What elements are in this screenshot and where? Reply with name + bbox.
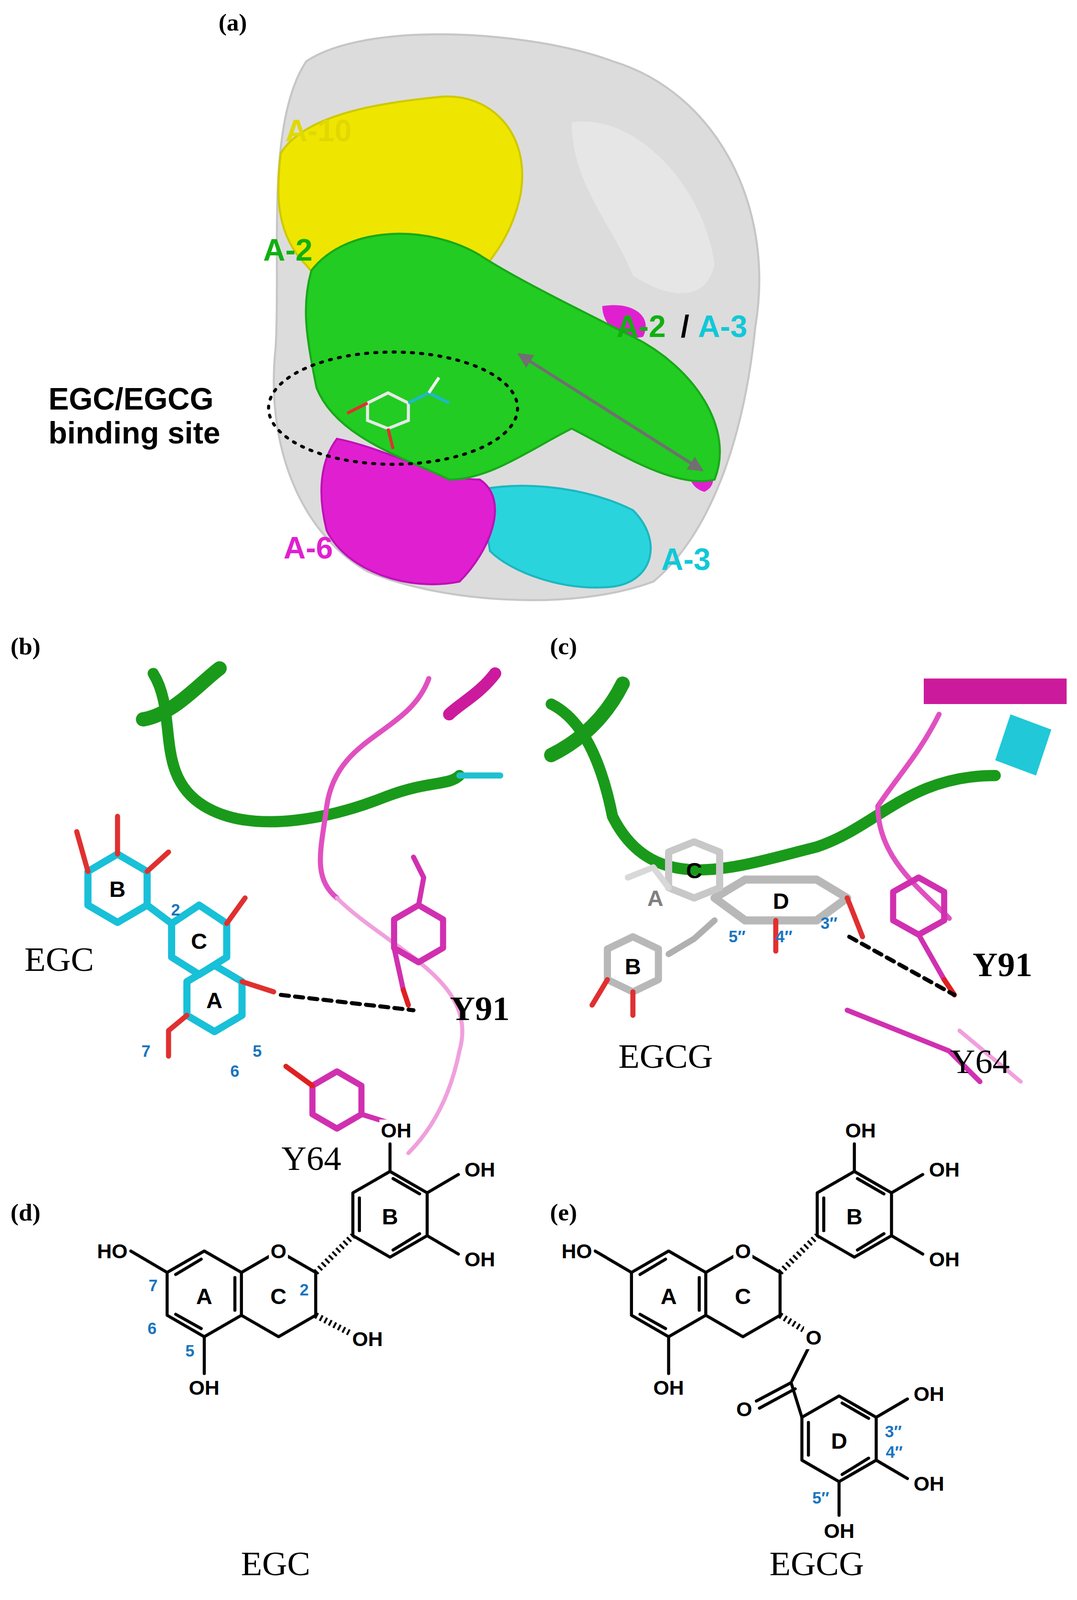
atom-label: O	[269, 1240, 289, 1263]
ring-label: D	[831, 1429, 848, 1455]
atom-number: 5	[183, 1342, 196, 1361]
region-label: A-6	[283, 531, 333, 566]
atom-number: 7	[147, 1277, 159, 1296]
panel-label: (d)	[10, 1199, 41, 1226]
atom-number: 4″	[884, 1443, 905, 1462]
ligand-name: EGC	[24, 940, 94, 979]
ring-label: C	[190, 929, 208, 954]
atom-label: OH	[187, 1377, 222, 1400]
atom-label: OH	[912, 1383, 947, 1406]
residue-label: Y91	[972, 945, 1033, 984]
ring-label: B	[624, 954, 642, 980]
ring-label: C	[734, 1284, 751, 1310]
atom-label: O	[733, 1240, 753, 1263]
atom-label: OH	[912, 1473, 947, 1496]
atom-label: O	[734, 1398, 754, 1422]
atom-label: OH	[927, 1248, 962, 1271]
ring-label: C	[270, 1284, 287, 1310]
atom-number: 4″	[775, 928, 793, 947]
ring-label: B	[381, 1204, 399, 1230]
atom-label: OH	[379, 1119, 413, 1143]
ring-label: D	[772, 888, 790, 914]
panel-label: (c)	[549, 632, 578, 660]
residue-label: Y64	[950, 1042, 1010, 1081]
egc-structure	[130, 1143, 459, 1374]
atom-number: 6	[230, 1062, 240, 1081]
atom-number: 2	[170, 901, 180, 920]
atom-number: 3″	[883, 1423, 904, 1442]
ligand-name: EGCG	[618, 1037, 713, 1076]
atom-number: 2	[299, 1281, 309, 1300]
panel-label: (a)	[218, 9, 248, 36]
ring-label: A	[206, 988, 223, 1014]
atom-number: 5″	[728, 928, 746, 947]
atom-label: O	[803, 1327, 824, 1350]
atom-label: OH	[651, 1377, 686, 1400]
atom-number: 7	[141, 1042, 151, 1061]
region-label: A-10	[285, 113, 352, 148]
residue-label: Y64	[281, 1139, 342, 1178]
ring-label: C	[686, 858, 703, 884]
atom-number: 5″	[810, 1489, 831, 1508]
egc-binding-pose	[76, 668, 501, 1153]
protein-surface	[268, 34, 760, 601]
panel-label: (b)	[10, 632, 41, 660]
region-label: A-3	[697, 309, 748, 344]
ring-label: A	[660, 1284, 677, 1310]
atom-label: OH	[822, 1520, 856, 1543]
atom-label: OH	[463, 1248, 497, 1271]
egcg-structure	[595, 1143, 923, 1516]
site-label: EGC/EGCG binding site	[48, 382, 258, 451]
atom-label: HO	[95, 1240, 130, 1263]
ring-label: A	[647, 886, 664, 911]
residue-label: Y91	[449, 989, 510, 1028]
region-separator: /	[680, 309, 690, 344]
atom-label: OH	[927, 1158, 962, 1182]
region-label: A-2	[263, 233, 313, 268]
atom-number: 6	[146, 1319, 159, 1339]
atom-number: 3″	[820, 914, 838, 933]
region-label: A-3	[661, 542, 711, 577]
atom-number: 5	[252, 1042, 262, 1061]
region-label: A-2	[616, 309, 666, 344]
atom-label: OH	[350, 1328, 385, 1351]
compound-name: EGCG	[769, 1544, 865, 1584]
egcg-binding-pose	[551, 678, 1067, 1082]
panel-label: (e)	[549, 1199, 578, 1226]
atom-label: OH	[463, 1158, 497, 1182]
ring-label: A	[196, 1284, 213, 1310]
compound-name: EGC	[241, 1544, 311, 1584]
ring-label: B	[846, 1204, 863, 1230]
atom-label: HO	[559, 1240, 594, 1263]
atom-label: OH	[843, 1119, 878, 1143]
ring-label: B	[109, 876, 126, 902]
